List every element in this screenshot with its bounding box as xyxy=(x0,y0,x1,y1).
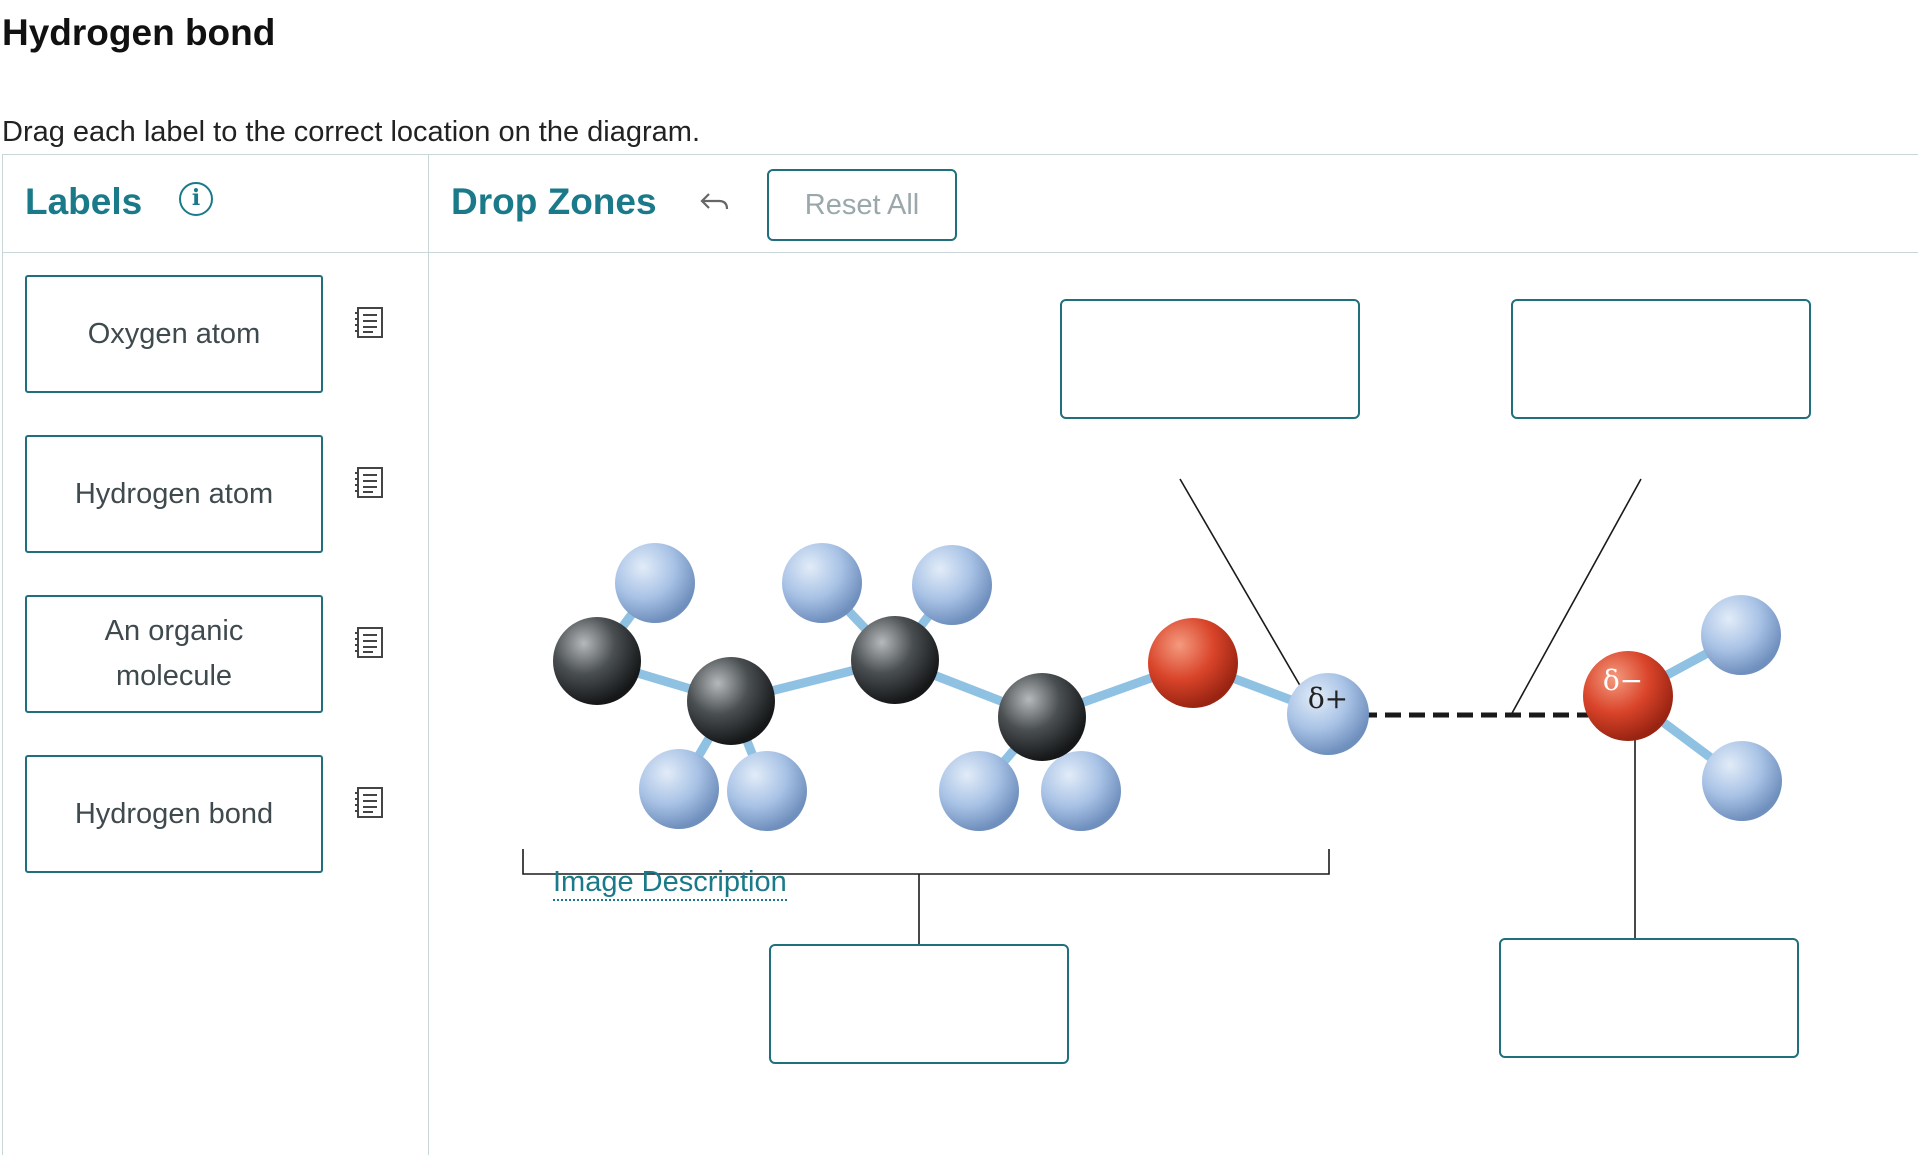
reset-all-button[interactable]: Reset All xyxy=(767,169,957,241)
image-description-link[interactable]: Image Description xyxy=(553,865,787,901)
drop-zone-top-right[interactable] xyxy=(1511,299,1811,419)
label-card-oxygen-atom[interactable]: Oxygen atom xyxy=(25,275,323,393)
delta-plus-hydrogen-atom xyxy=(1287,673,1369,755)
drop-zone-top-left[interactable] xyxy=(1060,299,1360,419)
notes-icon[interactable] xyxy=(355,305,385,339)
label-card-organic-molecule[interactable]: An organic molecule xyxy=(25,595,323,713)
page-title: Hydrogen bond xyxy=(2,12,276,53)
water-hydrogen-atom xyxy=(1702,741,1782,821)
info-circle-icon[interactable]: i xyxy=(179,182,213,216)
notes-icon[interactable] xyxy=(355,625,385,659)
water-hydrogen-atom xyxy=(1701,595,1781,675)
leader-lines xyxy=(522,478,1642,944)
delta-minus-symbol: δ− xyxy=(1603,664,1643,697)
labels-panel-header: Labels i xyxy=(3,155,428,253)
label-card-hydrogen-bond[interactable]: Hydrogen bond xyxy=(25,755,323,873)
drop-zones-panel-header: Drop Zones Reset All xyxy=(429,155,1918,253)
drop-zones-panel-title: Drop Zones xyxy=(451,181,657,222)
labels-panel: Labels i Oxygen atom Hydrogen atom An or… xyxy=(3,155,429,1155)
notes-icon[interactable] xyxy=(355,785,385,819)
labels-panel-title: Labels xyxy=(25,181,143,222)
instructions-text: Drag each label to the correct location … xyxy=(2,116,701,148)
undo-arrow-icon[interactable] xyxy=(697,189,731,219)
activity-workspace: Labels i Oxygen atom Hydrogen atom An or… xyxy=(2,154,1918,1155)
label-card-hydrogen-atom[interactable]: Hydrogen atom xyxy=(25,435,323,553)
delta-minus-oxygen-atom xyxy=(1583,651,1673,741)
hydrogen-bond-diagram: δ+ δ− xyxy=(522,478,1782,944)
drop-zone-bottom-right[interactable] xyxy=(1499,938,1799,1058)
drop-zone-bottom-left[interactable] xyxy=(769,944,1069,1064)
organic-molecule-atoms xyxy=(553,543,1238,831)
notes-icon[interactable] xyxy=(355,465,385,499)
delta-plus-symbol: δ+ xyxy=(1308,682,1348,715)
drop-zones-panel: Drop Zones Reset All xyxy=(429,155,1918,1155)
